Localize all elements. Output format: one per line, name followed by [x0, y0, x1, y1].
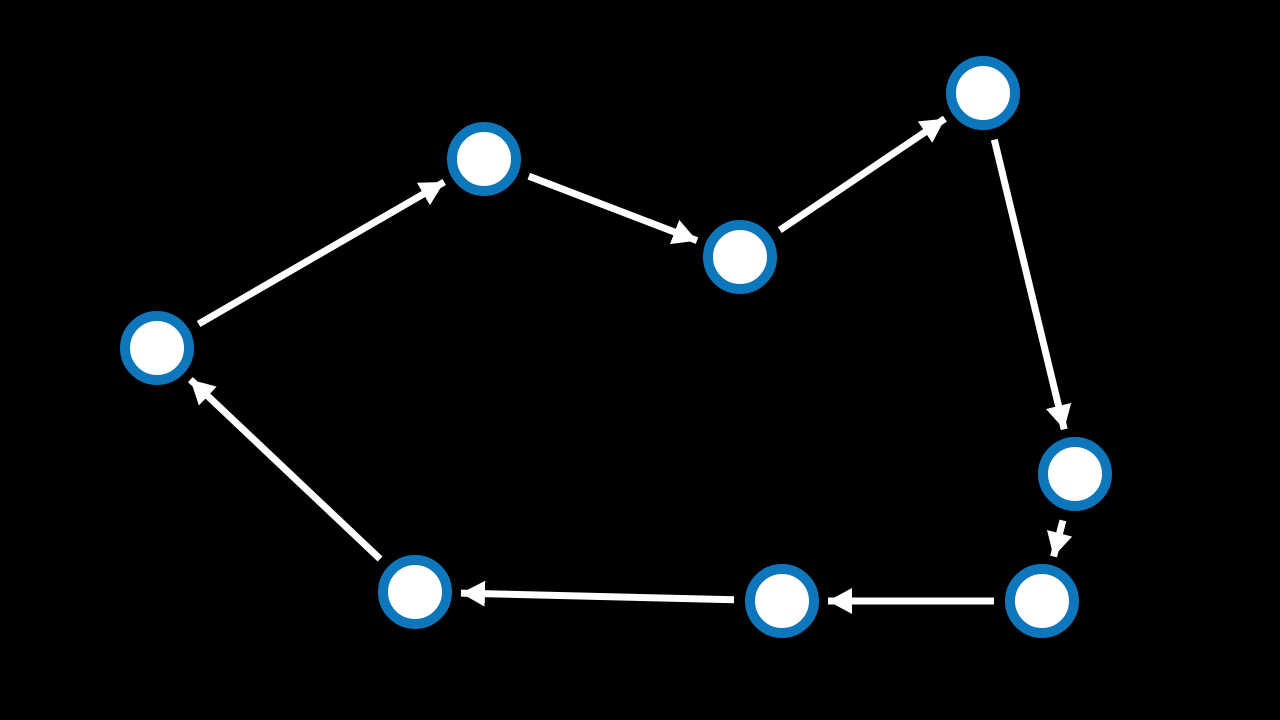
edge-arrow-node-bottom-middle-to-node-bottom-left [460, 580, 735, 607]
edge-arrow-node-middle-to-node-top-right [777, 115, 947, 234]
graph-node-bottom-right [1005, 564, 1079, 638]
edge-arrow-node-upper-left-to-node-middle [527, 172, 699, 245]
graph-node-bottom-middle [745, 564, 819, 638]
edge-arrow-node-left-to-node-upper-left [196, 178, 446, 328]
edge-arrow-node-right-to-node-bottom-right [1047, 519, 1073, 558]
graph-node-middle [703, 220, 777, 294]
graph-node-left [120, 311, 194, 385]
graph-node-right [1038, 437, 1112, 511]
graph-node-top-right [946, 56, 1020, 130]
edge-arrow-node-top-right-to-node-right [990, 138, 1072, 431]
edge-arrow-node-bottom-left-to-node-left [187, 377, 383, 562]
graph-node-upper-left [447, 122, 521, 196]
graph-node-bottom-left [378, 555, 452, 629]
